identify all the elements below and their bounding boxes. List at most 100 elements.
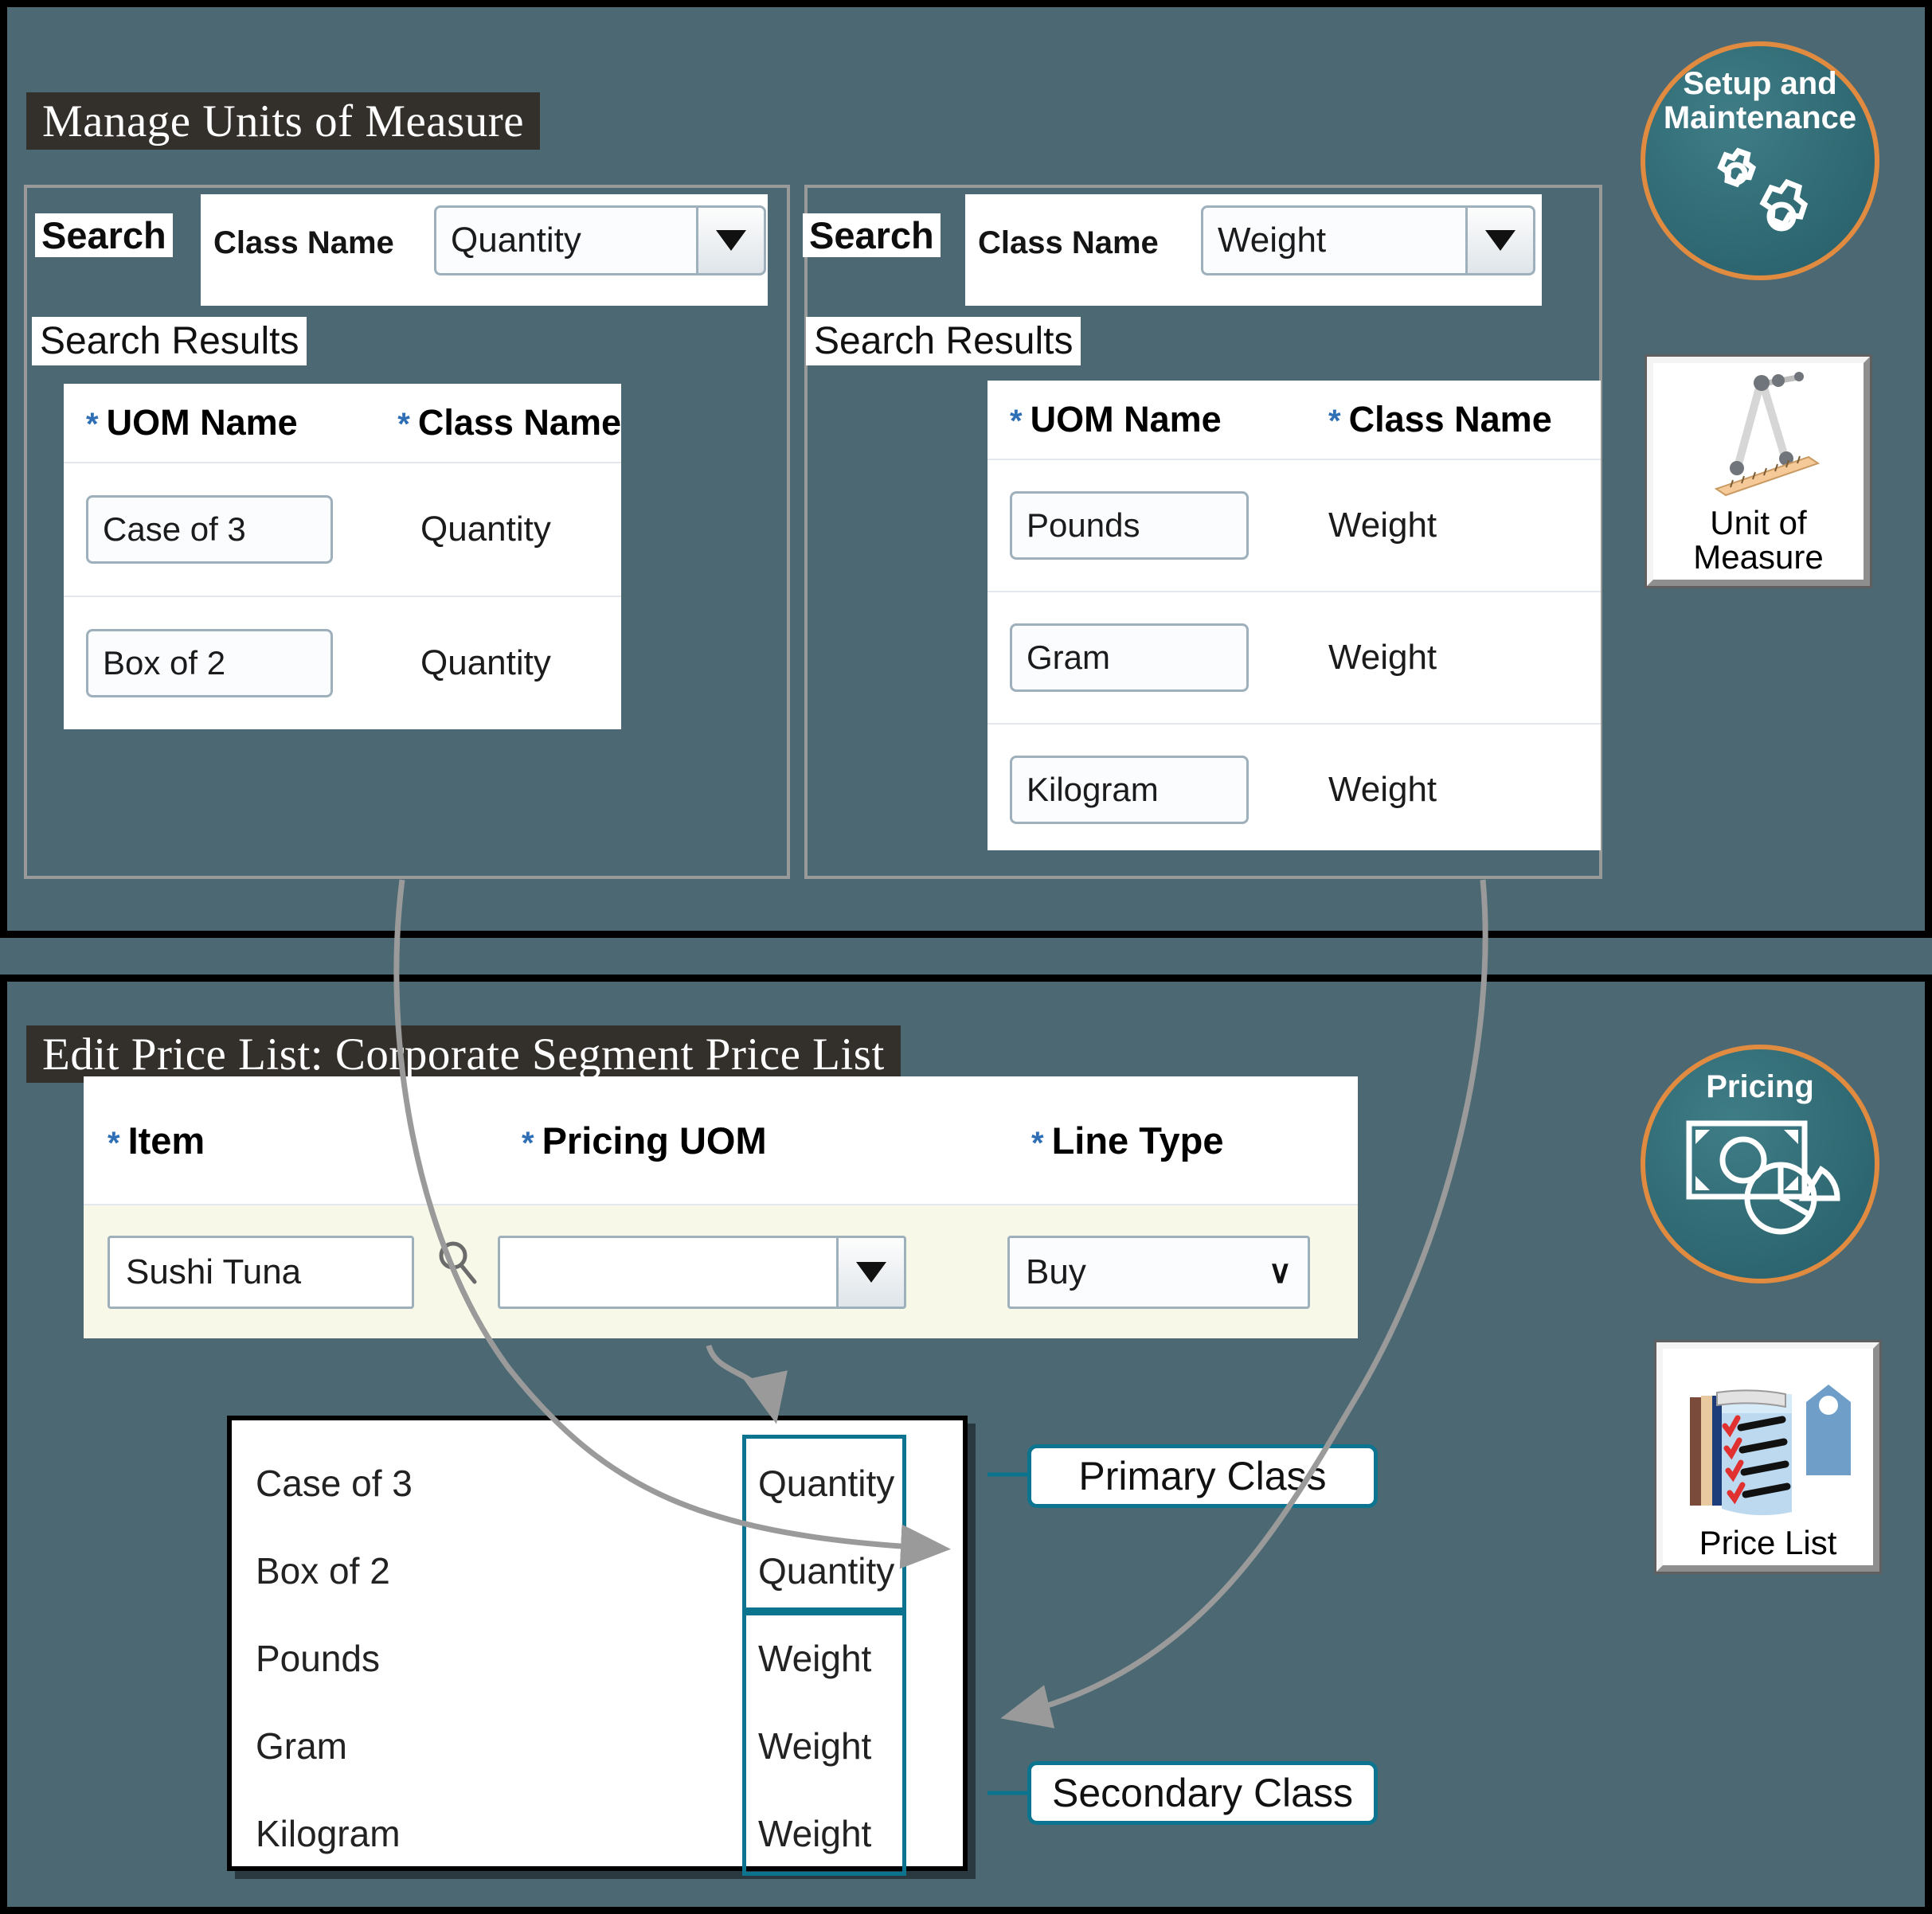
column-header-label: Item: [127, 1119, 205, 1162]
uom-name-input[interactable]: Box of 2: [86, 629, 333, 697]
cell-class-name: Weight: [1328, 638, 1437, 677]
secondary-class-highlight-box: [742, 1611, 906, 1876]
search-label-right: Search: [803, 213, 941, 257]
search-results-table-left: * UOM Name * Class Name Case of 3 Quanti…: [64, 384, 621, 729]
price-list-data-row: Sushi Tuna Buy ∨: [84, 1204, 1358, 1338]
list-item[interactable]: Pounds: [256, 1638, 381, 1679]
uom-name-input[interactable]: Pounds: [1010, 491, 1249, 560]
chevron-down-icon: [716, 230, 746, 251]
primary-class-highlight-box: [742, 1435, 906, 1611]
column-header-label: Pricing UOM: [542, 1119, 767, 1162]
list-item-class: Weight: [758, 1813, 872, 1854]
required-asterisk: *: [397, 407, 410, 442]
table-row[interactable]: Case of 3 Quantity: [64, 462, 621, 596]
page-title-manage-uom: Manage Units of Measure: [26, 92, 541, 150]
list-item[interactable]: Kilogram: [256, 1813, 401, 1854]
price-list-header-row: * Item * Pricing UOM * Line Type: [84, 1076, 1358, 1204]
search-icon[interactable]: [434, 1238, 482, 1286]
class-name-combobox-right-value[interactable]: Weight: [1201, 205, 1465, 275]
item-field[interactable]: Sushi Tuna: [108, 1235, 414, 1309]
column-header-uom-name-left: * UOM Name: [64, 402, 397, 443]
pricing-uom-combobox[interactable]: [498, 1235, 906, 1309]
class-name-label-right: Class Name: [978, 225, 1159, 260]
column-header-class-name-right: * Class Name: [1328, 399, 1552, 440]
search-panel-quantity: [24, 185, 790, 879]
cell-class-name: Quantity: [420, 510, 551, 549]
cell-uom-name: Kilogram: [988, 756, 1328, 824]
list-item[interactable]: Box of 2: [256, 1550, 390, 1592]
table-row[interactable]: Box of 2 Quantity: [64, 596, 621, 729]
list-item-class: Quantity: [758, 1550, 895, 1592]
required-asterisk: *: [1031, 1125, 1044, 1161]
search-label-left: Search: [35, 213, 173, 257]
class-name-label-left: Class Name: [213, 225, 394, 260]
column-header-uom-name-right: * UOM Name: [988, 399, 1328, 440]
tile-label: Price List: [1699, 1524, 1837, 1562]
badge-label: Pricing: [1706, 1069, 1814, 1104]
clipboard-tag-icon: [1690, 1385, 1851, 1516]
column-header-class-name-left: * Class Name: [397, 402, 621, 443]
column-header-item: * Item: [84, 1119, 522, 1162]
list-item[interactable]: Gram: [256, 1725, 347, 1767]
chevron-down-icon: [856, 1261, 886, 1283]
class-name-combobox-right[interactable]: Weight: [1201, 205, 1535, 275]
column-header-pricing-uom: * Pricing UOM: [522, 1119, 1031, 1162]
class-name-combobox-right-button[interactable]: [1465, 205, 1535, 275]
table-row[interactable]: Kilogram Weight: [988, 723, 1601, 855]
column-header-label: Class Name: [1348, 399, 1552, 439]
cell-item: Sushi Tuna: [84, 1235, 498, 1309]
table-row[interactable]: Pounds Weight: [988, 459, 1601, 591]
search-results-label-left: Search Results: [32, 317, 307, 365]
callout-primary-class: Primary Class: [1027, 1444, 1378, 1508]
cell-uom-name: Box of 2: [64, 629, 420, 697]
chevron-down-icon: ∨: [1268, 1254, 1292, 1290]
pricing-uom-dropdown-list[interactable]: Case of 3 Box of 2 Pounds Gram Kilogram …: [227, 1416, 968, 1876]
required-asterisk: *: [1328, 404, 1341, 439]
cell-uom-name: Gram: [988, 623, 1328, 692]
line-type-select[interactable]: Buy ∨: [1007, 1235, 1310, 1309]
tile-price-list[interactable]: Price List: [1656, 1342, 1879, 1572]
column-header-line-type: * Line Type: [1031, 1119, 1223, 1162]
list-item[interactable]: Case of 3: [256, 1463, 413, 1504]
pricing-uom-dropdown-button[interactable]: [836, 1235, 906, 1309]
dropdown-uom-names: Case of 3 Box of 2 Pounds Gram Kilogram: [256, 1439, 702, 1877]
table-header-row-right: * UOM Name * Class Name: [988, 381, 1601, 459]
cell-pricing-uom: [498, 1235, 1007, 1309]
required-asterisk: *: [522, 1125, 534, 1161]
list-item-class: Weight: [758, 1638, 872, 1679]
cell-class-name: Weight: [1328, 770, 1437, 809]
class-name-combobox-left-value[interactable]: Quantity: [434, 205, 696, 275]
cell-line-type: Buy ∨: [1007, 1235, 1310, 1309]
required-asterisk: *: [86, 407, 99, 442]
column-header-label: UOM Name: [1030, 399, 1222, 439]
badge-pricing[interactable]: Pricing: [1641, 1045, 1879, 1283]
cell-class-name: Quantity: [420, 643, 551, 682]
search-panel-weight: [804, 185, 1602, 879]
table-header-row-left: * UOM Name * Class Name: [64, 384, 621, 462]
gears-icon: [1717, 147, 1809, 232]
search-results-table-right: * UOM Name * Class Name Pounds Weight Gr…: [988, 381, 1601, 850]
uom-name-input[interactable]: Kilogram: [1010, 756, 1249, 824]
uom-name-input[interactable]: Gram: [1010, 623, 1249, 692]
class-name-combobox-left-button[interactable]: [696, 205, 766, 275]
uom-name-input[interactable]: Case of 3: [86, 495, 333, 564]
column-header-label: Line Type: [1051, 1119, 1224, 1162]
required-asterisk: *: [108, 1125, 120, 1161]
list-item-class: Weight: [758, 1725, 872, 1767]
required-asterisk: *: [1010, 404, 1023, 439]
cell-uom-name: Pounds: [988, 491, 1328, 560]
column-header-label: Class Name: [417, 402, 621, 443]
price-list-grid: * Item * Pricing UOM * Line Type Sushi T…: [84, 1076, 1358, 1338]
search-results-label-right: Search Results: [806, 317, 1081, 365]
pricing-uom-value[interactable]: [498, 1235, 836, 1309]
table-row[interactable]: Gram Weight: [988, 591, 1601, 723]
cell-uom-name: Case of 3: [64, 495, 420, 564]
money-pie-icon: [1686, 1120, 1840, 1235]
compass-ruler-icon: [1714, 372, 1821, 497]
class-name-combobox-left[interactable]: Quantity: [434, 205, 766, 275]
